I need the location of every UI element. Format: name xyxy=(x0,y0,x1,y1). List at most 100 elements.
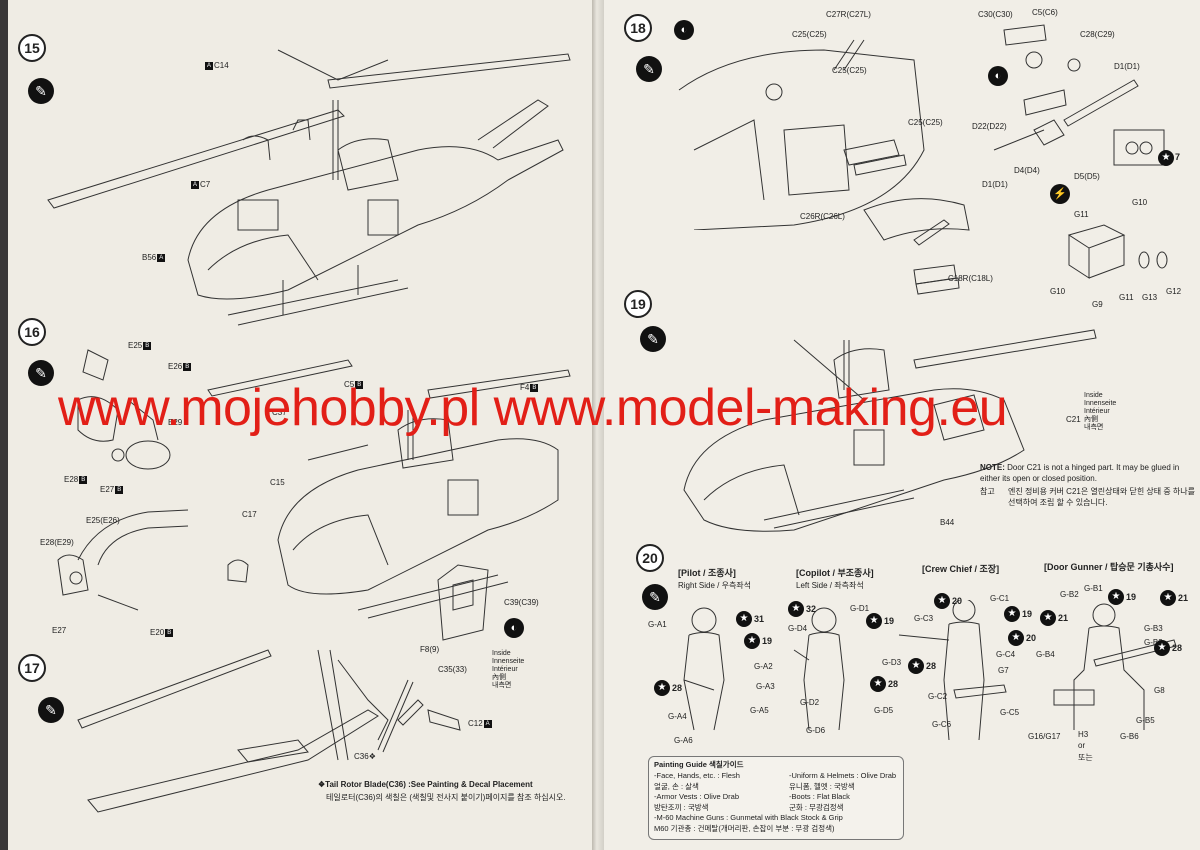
painting-guide-title: Painting Guide 색칠가이드 xyxy=(654,760,744,769)
paint-number-icon: ★ xyxy=(1004,606,1020,622)
step-16-door-drawing xyxy=(428,560,498,650)
door-gunner-title: [Door Gunner / 탑승문 기총사수] xyxy=(1044,562,1174,572)
step-18-ammo-box-drawing xyxy=(1064,220,1174,290)
part-label-c17: C17 xyxy=(242,510,257,519)
step-16-helicopter-drawing xyxy=(198,350,578,640)
part-label-b44: B44 xyxy=(940,518,955,527)
fig-label-gc2: G-C2 xyxy=(928,692,948,701)
fig-label-gc3: G-C3 xyxy=(914,614,934,623)
step-18-canopy-drawing xyxy=(854,190,984,310)
part-label-c5c6: C5(C6) xyxy=(1032,8,1058,17)
paint-28a: 28 xyxy=(672,683,683,693)
glue-caution-icon: ⚡ xyxy=(1050,184,1070,204)
paint-number-icon: ★ xyxy=(866,613,882,629)
part-label-d4: D4(D4) xyxy=(1014,166,1040,175)
paint-number-icon: ★ xyxy=(870,676,886,692)
paint-number-icon: ★ xyxy=(1160,590,1176,606)
paint-31: 31 xyxy=(754,614,765,624)
glue-drop-icon: ✎ xyxy=(28,78,54,104)
paint-number-icon: ★ xyxy=(1008,630,1024,646)
step-19-number: 19 xyxy=(624,290,652,318)
step-16-number: 16 xyxy=(18,318,46,346)
pilot-title: [Pilot / 조종사] xyxy=(678,568,736,578)
fig-label-g7: G7 xyxy=(998,666,1009,675)
part-label-f8: F8(9) xyxy=(420,645,440,654)
part-label-c27r: C27R(C27L) xyxy=(826,10,871,19)
part-label-c36: C36❖ xyxy=(354,752,376,761)
part-label-c39: C39(C39) xyxy=(504,598,539,607)
fig-label-ga5: G-A5 xyxy=(750,706,769,715)
step-18-cabin-drawing xyxy=(674,30,954,230)
fig-label-gd4: G-D4 xyxy=(788,624,808,633)
fig-label-ga6: G-A6 xyxy=(674,736,693,745)
paint-19a: 19 xyxy=(762,636,773,646)
paint-number-icon: ★ xyxy=(654,680,670,696)
part-label-c25b: C25(C25) xyxy=(832,66,867,75)
fig-label-gd6: G-D6 xyxy=(806,726,826,735)
part-label-c30: C30(C30) xyxy=(978,10,1013,19)
paint-28d: 28 xyxy=(1172,643,1183,653)
paint-number-icon: ★ xyxy=(788,601,804,617)
step-20-number: 20 xyxy=(636,544,664,572)
glue-drop-icon: ✎ xyxy=(640,326,666,352)
watermark-text: www.mojehobby.pl www.model-making.eu xyxy=(58,379,1008,437)
fig-label-ga3: G-A3 xyxy=(756,682,775,691)
part-label-d5: D5(D5) xyxy=(1074,172,1100,181)
glue-drop-icon: ✎ xyxy=(642,584,668,610)
fig-label-kr-or: 또는 xyxy=(1078,753,1093,762)
figures-drawing xyxy=(674,600,1194,750)
step-19-helicopter-drawing xyxy=(674,320,1114,540)
fig-label-gd2: G-D2 xyxy=(800,698,820,707)
fig-label-gd3: G-D3 xyxy=(882,658,902,667)
painting-guide-left: -Face, Hands, etc. : Flesh 얼굴, 손 : 살색 -A… xyxy=(654,771,843,833)
copilot-subtitle: Left Side / 좌측좌석 xyxy=(796,581,864,590)
part-label-g10b: G10 xyxy=(1050,287,1066,296)
fig-label-gc1: G-C1 xyxy=(990,594,1010,603)
paint-number-icon: ★ xyxy=(744,633,760,649)
paint-28b: 28 xyxy=(888,679,899,689)
part-label-c25c: C25(C25) xyxy=(908,118,943,127)
part-label-e28e29: E28(E29) xyxy=(40,538,74,547)
part-label-c35: C35(33) xyxy=(438,665,467,674)
fig-label-gb6: G-B6 xyxy=(1120,732,1139,741)
fig-label-gb4b: G-B3 xyxy=(1144,638,1163,647)
direction-arrow-icon: ◐ xyxy=(988,66,1008,86)
glue-drop-icon: ✎ xyxy=(38,697,64,723)
direction-arrow-icon: ◐ xyxy=(504,618,524,638)
crew-chief-title: [Crew Chief / 조장] xyxy=(922,564,1000,574)
part-label-e27b: E27 xyxy=(52,626,67,635)
fig-label-ga1: G-A1 xyxy=(648,620,667,629)
step-18-number: 18 xyxy=(624,14,652,42)
paint-21a: 21 xyxy=(1058,613,1069,623)
paint-20a: 20 xyxy=(952,596,963,606)
paint-number-7: 7 xyxy=(1175,152,1181,162)
paint-number-icon: ★ xyxy=(1108,589,1124,605)
part-label-g12: G12 xyxy=(1166,287,1182,296)
paint-number-icon: ★ xyxy=(1154,640,1170,656)
part-label-c15: C15 xyxy=(270,478,285,487)
step-16-detail-drawing xyxy=(38,500,198,630)
step-15-number: 15 xyxy=(18,34,46,62)
part-label-c25a: C25(C25) xyxy=(792,30,827,39)
page-gutter xyxy=(592,0,604,850)
paint-32: 32 xyxy=(806,604,817,614)
fig-label-gc5: G-C5 xyxy=(1000,708,1020,717)
paint-21b: 21 xyxy=(1178,593,1189,603)
door-note-kr: 엔진 정비용 커버 C21은 열린상태와 닫힌 상태 중 하나를 선택하여 조립… xyxy=(1008,487,1196,507)
fig-label-gb3: G-B3 xyxy=(1144,624,1163,633)
fig-label-g8: G8 xyxy=(1154,686,1165,695)
fig-label-gc6: G-C6 xyxy=(932,720,952,729)
fig-label-gb2: G-B2 xyxy=(1060,590,1079,599)
fig-label-gc4: G-C4 xyxy=(996,650,1016,659)
door-note-kr-label: 참고 xyxy=(980,487,995,496)
step-18-gun-mount-drawing xyxy=(974,20,1194,190)
tail-rotor-note-en: ❖Tail Rotor Blade(C36) :See Painting & D… xyxy=(318,780,533,789)
